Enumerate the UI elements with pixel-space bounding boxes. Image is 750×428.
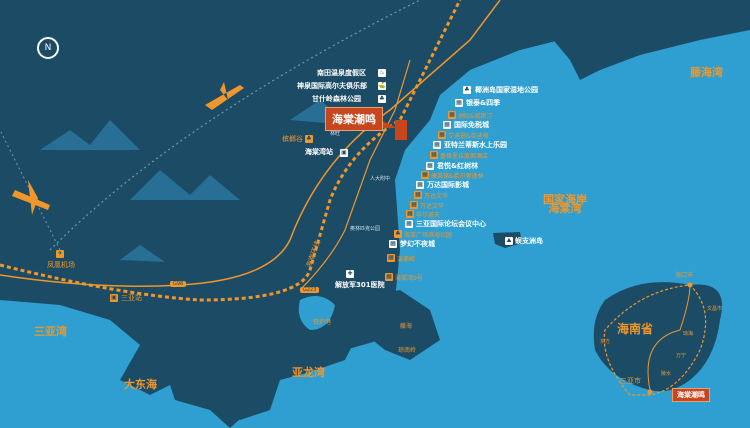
airport-label: 凤凰机场 — [47, 261, 75, 269]
hainan-tag-label: 海棠潮鸣 — [677, 390, 705, 399]
city-label: 东方 — [600, 339, 611, 345]
poi-label: 万达国际影城 — [427, 181, 469, 189]
hainan-road — [647, 284, 691, 391]
poi-label: 解放军301医院 — [335, 281, 385, 289]
resort-icon: ♨ — [378, 69, 386, 77]
tenglu-bay-label: 藤海湾 — [690, 66, 723, 79]
poi-label: 万达文华 — [424, 193, 449, 200]
poi-label: 海棠湾9号 — [395, 275, 423, 282]
island-icon: ⛰ — [505, 237, 513, 245]
hotel-icon: ▦ — [410, 201, 418, 209]
hotel-icon: ▦ — [448, 111, 456, 119]
golf-icon: ⛳ — [378, 82, 386, 90]
dadonghai-label: 大东海 — [124, 378, 157, 391]
poi-label: 君悦&红树林 — [437, 162, 479, 170]
haitang-station-label: 海棠湾站 — [305, 148, 333, 156]
poi-label: 亚特兰蒂斯水上乐园 — [444, 141, 507, 149]
qiongnan-label: 琼南岭 — [398, 347, 417, 354]
sanya-bay-label: 三亚湾 — [34, 325, 67, 338]
city-label: 三亚市 — [620, 377, 641, 385]
convention-icon: ▦ — [405, 220, 413, 228]
city-label: 万宁 — [676, 353, 687, 359]
waterpark-icon: ▦ — [433, 141, 441, 149]
park-icon: ♣ — [305, 135, 313, 143]
poi-label: 国际免税城 — [454, 121, 489, 129]
poi-label: 槟榔谷 — [282, 135, 303, 143]
school-label: 人大附中 — [370, 176, 391, 182]
city-label: 文昌市 — [707, 306, 723, 312]
poi-label: 银泰&四季 — [466, 99, 501, 107]
hainan-project-tag[interactable]: 海棠潮鸣 — [672, 388, 710, 402]
poi-label: 南田温泉度假区 — [317, 69, 366, 77]
hotel-icon: ▦ — [421, 171, 429, 179]
poi-label: 艾迪逊&英迪格 — [448, 133, 489, 140]
peninsula — [220, 320, 360, 420]
port-label: 铁炉港 — [313, 319, 332, 326]
yalong-bay-label: 亚龙湾 — [292, 366, 325, 379]
poi-label: 甘什岭森林公园 — [312, 95, 361, 103]
train-icon: ▣ — [110, 294, 118, 302]
park-icon: ♣ — [394, 230, 402, 238]
hotel-icon: ▦ — [426, 162, 434, 170]
hotel-icon: ▦ — [430, 151, 438, 159]
project-site — [395, 120, 407, 140]
airport-icon: ✈ — [56, 250, 64, 258]
poi-label: 华尔道夫 — [416, 212, 441, 219]
east-peninsula — [350, 290, 440, 360]
hotel-icon: ▦ — [385, 273, 393, 281]
cinema-icon: ▦ — [416, 181, 424, 189]
hainan-island — [593, 282, 722, 392]
mountain-decor — [40, 100, 350, 262]
hotel-icon: ▦ — [438, 131, 446, 139]
island-label: 蜈支洲岛 — [515, 237, 543, 245]
tenghai-label: 藤海 — [400, 323, 413, 330]
bay-inlet — [298, 296, 335, 330]
city-label: 琼海 — [683, 331, 694, 337]
poi-label: 康莱德&希尔顿逸林 — [431, 173, 484, 180]
forest-icon: ♣ — [378, 95, 386, 103]
g223-badge: G223 — [300, 287, 320, 293]
sanya-station-label: 三亚站 — [121, 294, 142, 302]
g98-badge: G98 — [170, 281, 187, 287]
compass-north-label: N — [44, 43, 52, 53]
poi-label: 梦幻不夜城 — [400, 240, 435, 248]
sanya-dot — [647, 389, 653, 395]
park-label: 奥林匹克公园 — [350, 226, 381, 232]
hotel-icon: ▦ — [455, 99, 463, 107]
project-tag[interactable]: 海棠潮鸣 — [325, 107, 383, 131]
poi-label: 三亚国际论坛会议中心 — [416, 220, 486, 228]
train-icon: ▣ — [340, 149, 348, 157]
compass: N — [37, 37, 59, 59]
city-label: 海口市 — [675, 272, 694, 279]
poi-label: 海棠广场滨海公园 — [404, 232, 453, 239]
haitang-bay-label: 国家海岸海棠湾 — [543, 193, 587, 215]
highway-g223 — [299, 59, 411, 291]
poi-label: 洲际&威斯汀 — [458, 113, 493, 120]
town-label: 林旺 — [330, 131, 341, 137]
poi-label: 神泉国际高尔夫俱乐部 — [297, 82, 367, 90]
poi-label: 温德姆 — [397, 256, 416, 263]
airplane-icon — [205, 82, 244, 110]
project-tag-label: 海棠潮鸣 — [332, 113, 376, 126]
poi-label: 万达文华 — [420, 203, 445, 210]
wetland-icon: ♣ — [463, 86, 471, 94]
poi-label: 香格里拉度假酒店 — [440, 153, 489, 160]
north-coast-land — [520, 0, 750, 80]
hotel-icon: ▦ — [414, 191, 422, 199]
city-label: 陵水 — [661, 371, 672, 377]
airplane-icon — [12, 180, 50, 215]
flight-path — [49, 0, 421, 251]
hotel-icon: ▦ — [406, 210, 414, 218]
poi-label: 椰洲岛国家湿地公园 — [475, 86, 538, 94]
province-label: 海南省 — [617, 322, 654, 336]
nightlife-icon: ▦ — [389, 240, 397, 248]
haikou-dot — [687, 282, 693, 288]
shopping-icon: ▦ — [443, 121, 451, 129]
hotel-icon: ▦ — [387, 254, 395, 262]
railway-sanya — [0, 0, 462, 302]
hospital-icon: ✚ — [346, 270, 354, 278]
